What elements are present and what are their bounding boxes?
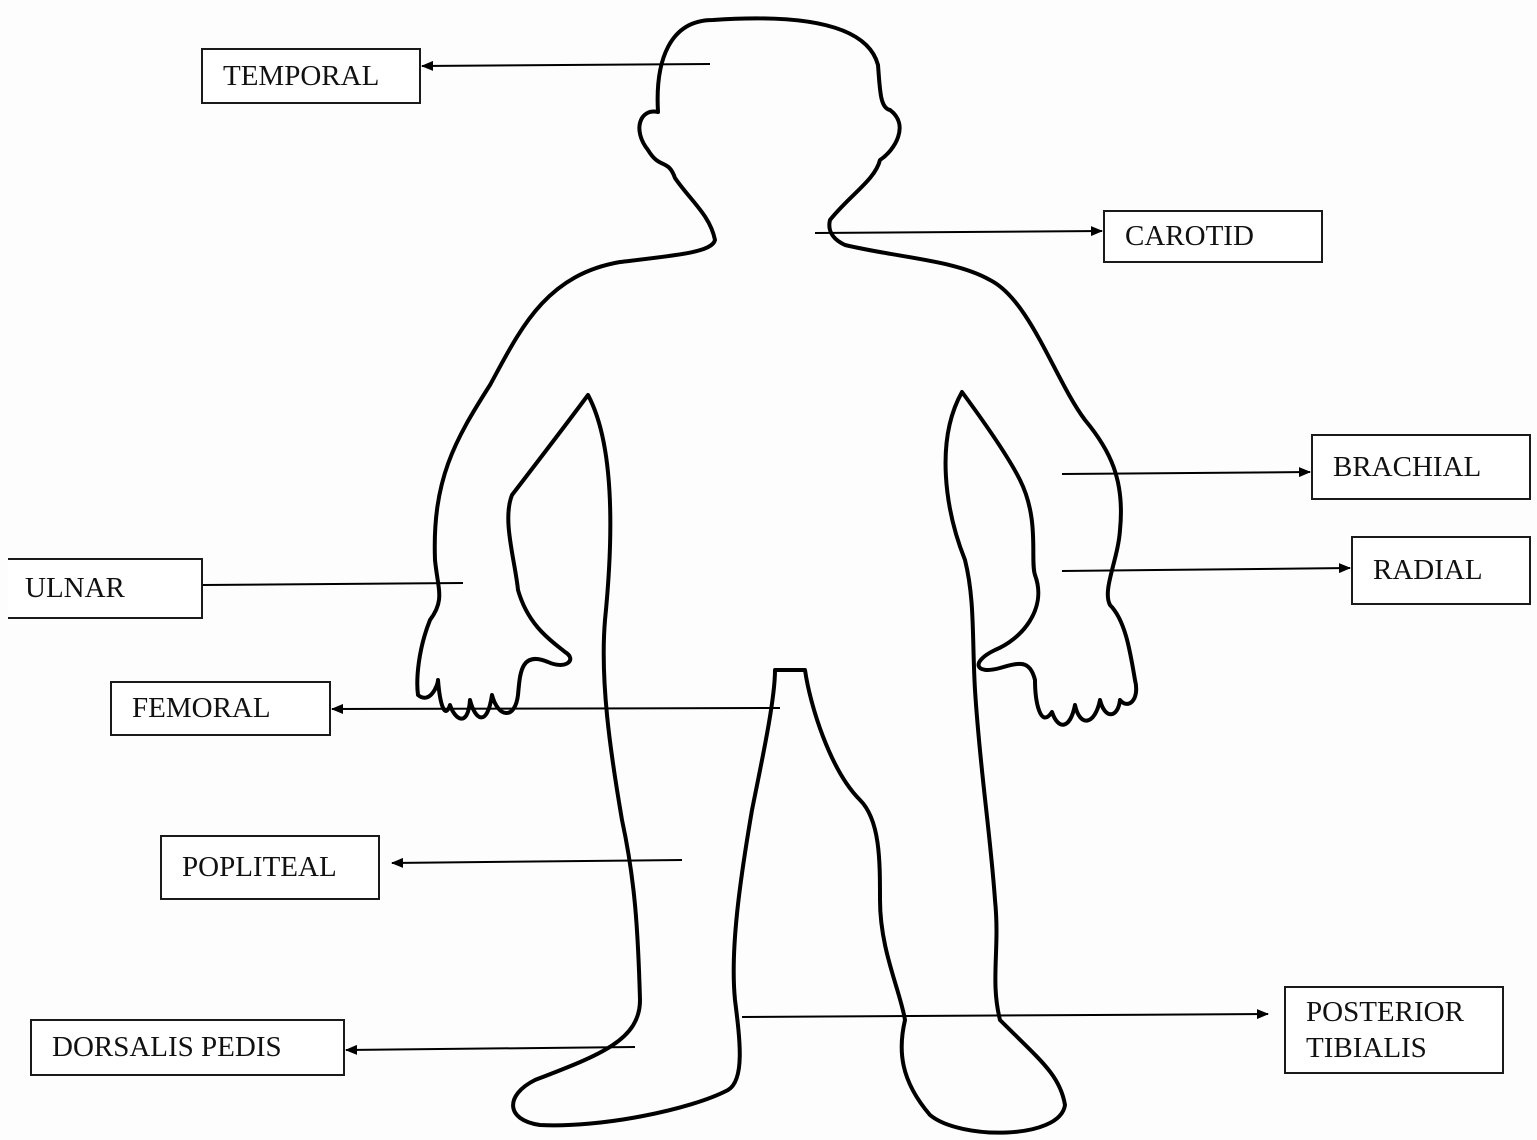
carotid-text: CAROTID: [1125, 218, 1301, 254]
dorsalis-pedis-text: DORSALIS PEDIS: [52, 1029, 323, 1065]
femoral-text: FEMORAL: [132, 690, 309, 726]
brachial-leader: [1062, 472, 1310, 474]
ulnar-leader: [203, 583, 463, 585]
brachial-label: BRACHIAL: [1311, 434, 1531, 500]
posterior-tibialis-text-line1: POSTERIOR: [1306, 994, 1482, 1030]
brachial-text: BRACHIAL: [1333, 449, 1509, 485]
radial-text: RADIAL: [1373, 552, 1509, 588]
temporal-text: TEMPORAL: [223, 58, 399, 94]
body-silhouette: [417, 18, 1136, 1132]
ulnar-text: ULNAR: [25, 570, 181, 606]
carotid-leader: [815, 231, 1102, 233]
temporal-label: TEMPORAL: [201, 48, 421, 104]
posterior-tibialis-text-line2: TIBIALIS: [1306, 1030, 1482, 1066]
ulnar-label: ULNAR: [8, 558, 203, 619]
femoral-leader: [332, 708, 780, 709]
popliteal-leader: [392, 860, 682, 863]
temporal-leader: [422, 64, 710, 66]
popliteal-text: POPLITEAL: [182, 849, 358, 885]
carotid-label: CAROTID: [1103, 210, 1323, 263]
radial-leader: [1062, 568, 1350, 571]
femoral-label: FEMORAL: [110, 681, 331, 736]
dorsalis-pedis-label: DORSALIS PEDIS: [30, 1019, 345, 1076]
popliteal-label: POPLITEAL: [160, 835, 380, 900]
posterior-tibialis-leader: [742, 1014, 1268, 1017]
dorsalis-pedis-leader: [346, 1047, 635, 1050]
posterior-tibialis-label: POSTERIOR TIBIALIS: [1284, 986, 1504, 1074]
radial-label: RADIAL: [1351, 536, 1531, 605]
